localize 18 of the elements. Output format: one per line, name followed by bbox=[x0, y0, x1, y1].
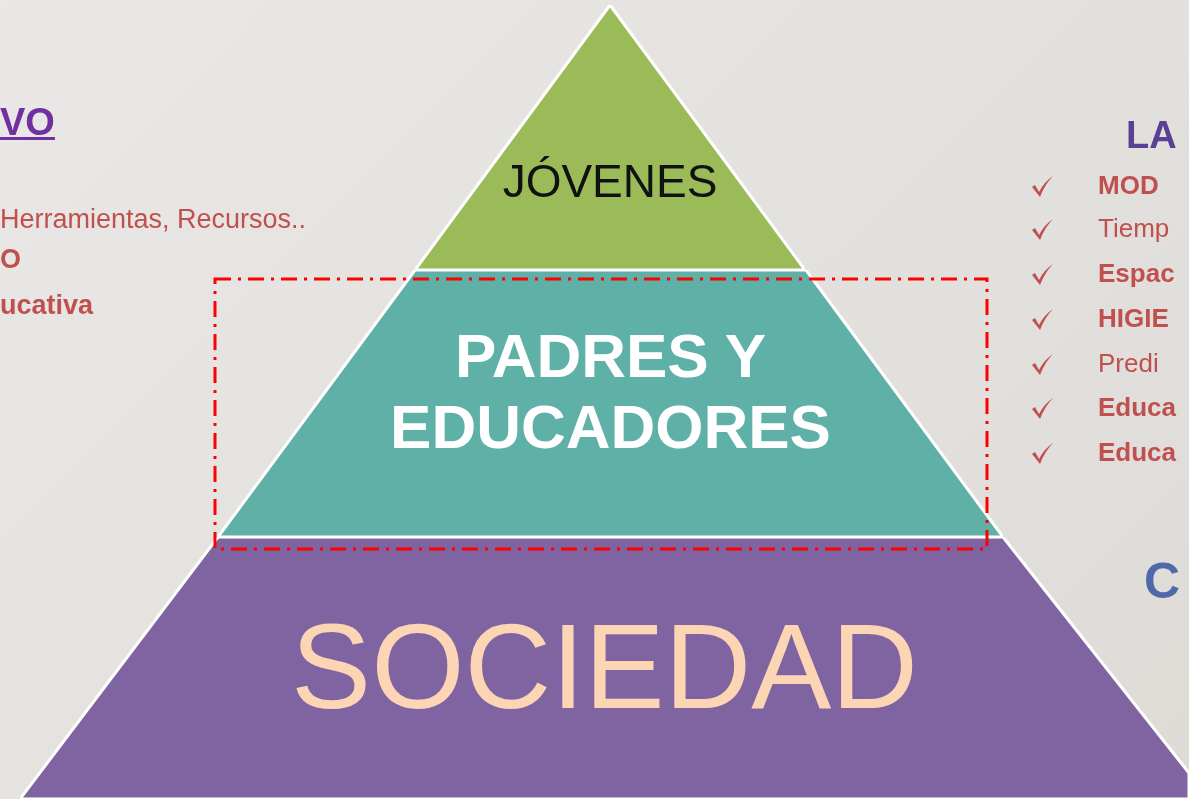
pyramid-top-tier bbox=[415, 5, 805, 270]
list-item: Espac bbox=[1098, 260, 1175, 286]
tier-label: JÓVENES bbox=[501, 155, 719, 208]
tier-label: PADRES Y EDUCADORES bbox=[389, 320, 832, 463]
list-item: O bbox=[0, 246, 21, 273]
list-item: Educa bbox=[1098, 439, 1177, 465]
pyramid-base-tier bbox=[20, 537, 1189, 799]
heading: VO bbox=[0, 103, 55, 141]
tier-label: SOCIEDAD bbox=[290, 598, 919, 735]
list-item: HIGIE bbox=[1098, 305, 1169, 331]
list-item: Herramientas, Recursos.. bbox=[0, 206, 307, 233]
list-item: ucativa bbox=[0, 292, 94, 319]
heading: LA bbox=[1126, 116, 1177, 154]
list-item: Tiemp bbox=[1098, 215, 1170, 241]
list-item: Predi bbox=[1098, 350, 1159, 376]
heading: C bbox=[1144, 556, 1181, 606]
list-item: MOD bbox=[1098, 172, 1159, 198]
list-item: Educa bbox=[1098, 394, 1177, 420]
